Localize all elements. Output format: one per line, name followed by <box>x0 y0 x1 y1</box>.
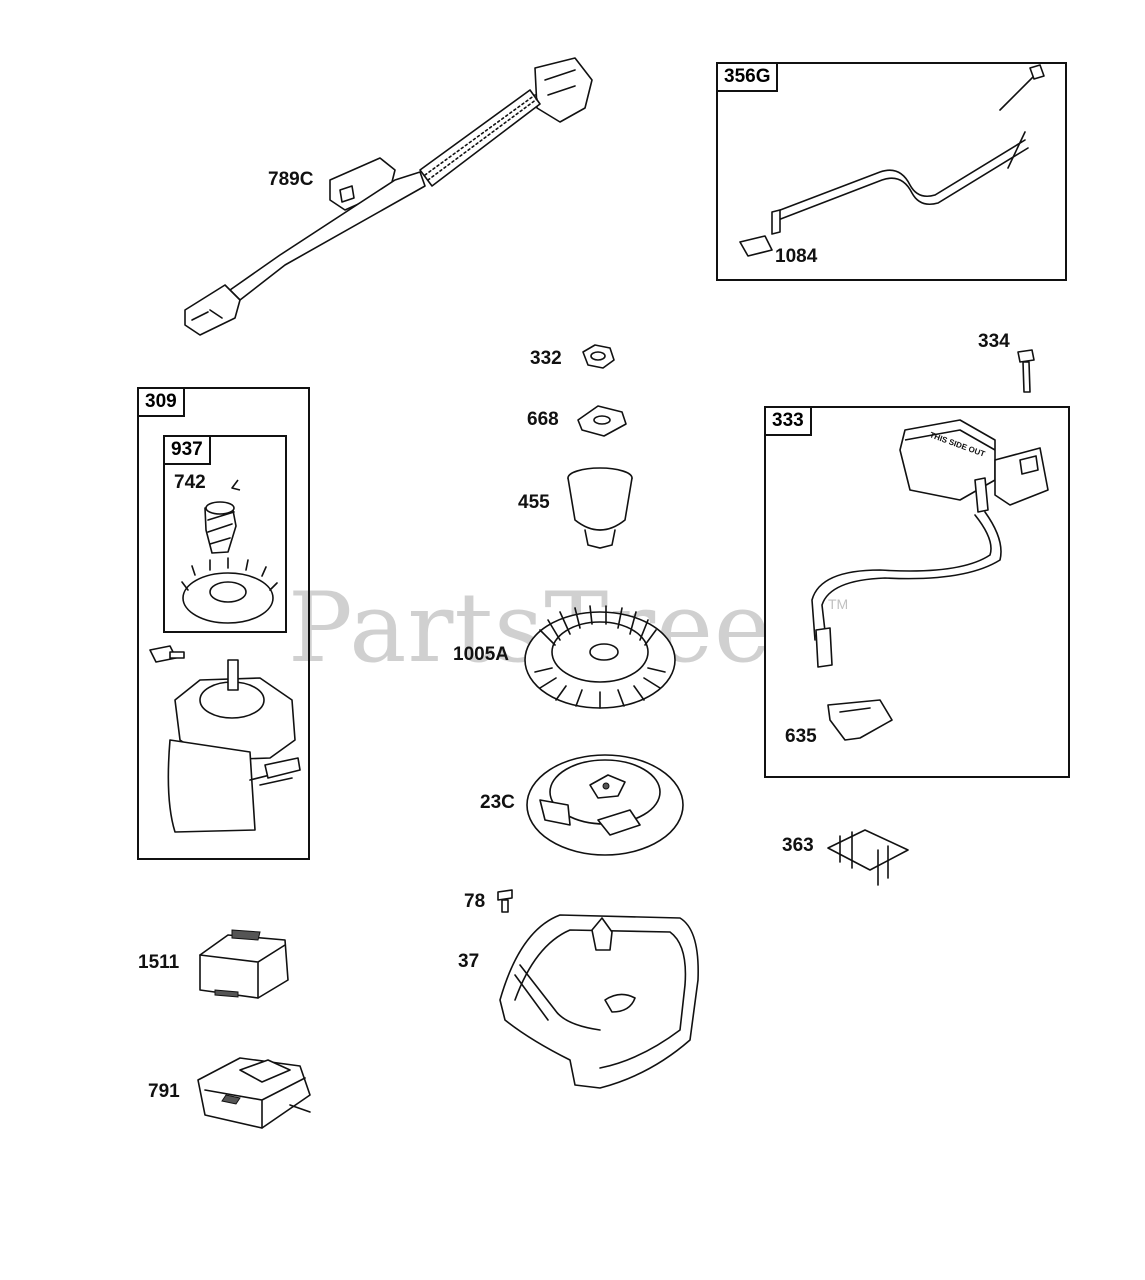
callout-455[interactable]: 455 <box>518 492 550 513</box>
callout-334[interactable]: 334 <box>978 331 1010 352</box>
group-box-356G: 356G <box>716 62 1067 281</box>
callout-332[interactable]: 332 <box>530 348 562 369</box>
flywheel-1005A[interactable] <box>524 605 676 709</box>
callout-1005A[interactable]: 1005A <box>453 644 509 665</box>
callout-668[interactable]: 668 <box>527 409 559 430</box>
callout-742[interactable]: 742 <box>174 472 206 493</box>
group-box-309: 309 <box>137 387 310 860</box>
callout-78[interactable]: 78 <box>464 891 486 912</box>
group-tag-356G[interactable]: 356G <box>718 64 779 92</box>
bracket-363[interactable] <box>827 829 909 886</box>
callout-1084[interactable]: 1084 <box>775 246 818 267</box>
flywheel-23C[interactable] <box>526 754 684 856</box>
group-tag-937[interactable]: 937 <box>165 437 211 465</box>
callout-37[interactable]: 37 <box>458 951 480 972</box>
screw-78[interactable] <box>497 889 513 913</box>
group-tag-309[interactable]: 309 <box>139 389 185 417</box>
nut-332[interactable] <box>582 344 615 369</box>
group-tag-333[interactable]: 333 <box>766 408 812 436</box>
charger-791[interactable] <box>197 1057 311 1129</box>
callout-1511[interactable]: 1511 <box>138 952 180 973</box>
callout-363[interactable]: 363 <box>782 835 814 856</box>
watermark-trademark: TM <box>828 596 849 612</box>
wire-harness-789C[interactable] <box>184 57 593 336</box>
callout-23C[interactable]: 23C <box>480 792 515 813</box>
ignition-coil-333[interactable] <box>811 419 1049 741</box>
choke-cable-356G[interactable] <box>739 64 1045 257</box>
starter-cup-455[interactable] <box>567 467 633 549</box>
washer-668[interactable] <box>577 405 627 437</box>
bolt-334[interactable] <box>1017 349 1035 393</box>
blower-housing-37[interactable] <box>499 914 699 1089</box>
battery-1511[interactable] <box>199 929 289 999</box>
callout-791[interactable]: 791 <box>148 1081 180 1102</box>
group-box-937: 937 <box>163 435 287 633</box>
group-box-333: 333 <box>764 406 1070 778</box>
callout-789C[interactable]: 789C <box>268 169 314 190</box>
callout-635[interactable]: 635 <box>785 726 817 747</box>
starter-motor-309[interactable] <box>149 479 301 833</box>
